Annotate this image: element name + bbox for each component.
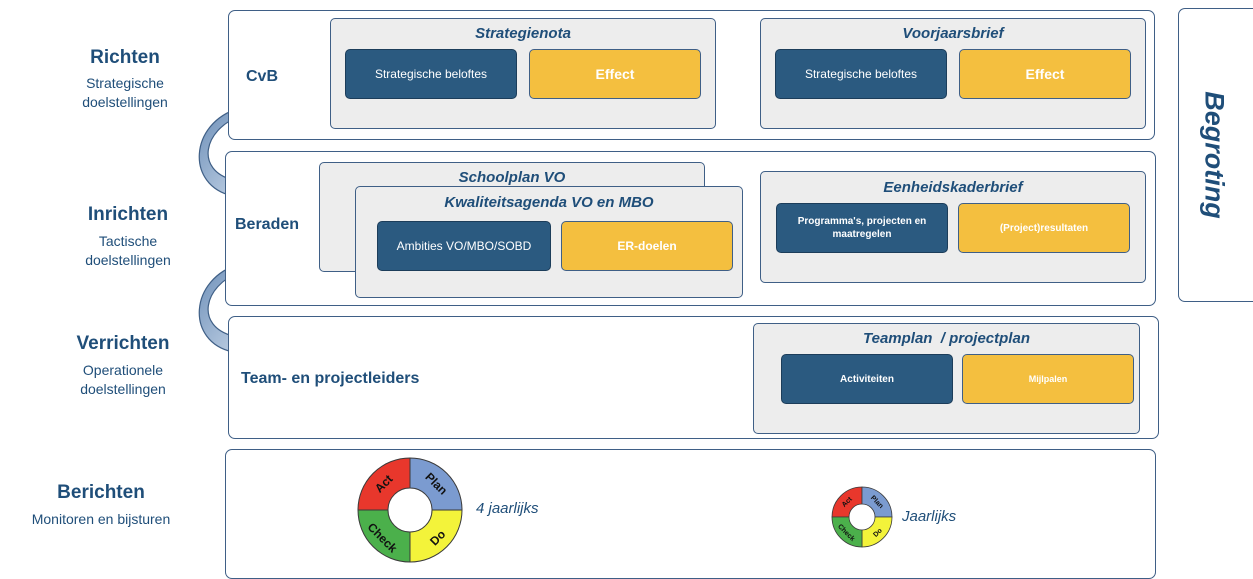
level-sub-inrichten-1: Tactische — [98, 233, 158, 249]
pill-mijlpalen: Mijlpalen — [962, 354, 1134, 404]
level-sub-richten-1: Strategische — [86, 75, 164, 91]
card-title-eenheidskaderbrief: Eenheidskaderbrief — [883, 179, 1023, 196]
pdca-cycle-large: Act Plan Do Check — [357, 457, 463, 563]
actor-cvb: CvB — [246, 68, 279, 85]
pill-effect-2: Effect — [959, 49, 1131, 99]
card-teamplan: Teamplan / projectplan Activiteiten Mijl… — [753, 323, 1140, 434]
pill-activiteiten: Activiteiten — [781, 354, 953, 404]
pdca-cycle-small: Act Plan Do Check — [831, 486, 893, 548]
level-sub-berichten: Monitoren en bijsturen — [31, 511, 171, 527]
card-title-teamplan: Teamplan / projectplan — [863, 330, 1030, 347]
level-sub-richten-2: doelstellingen — [82, 94, 168, 110]
plan-segment — [409, 457, 463, 511]
frequency-4-jaarlijks: 4 jaarlijks — [476, 500, 539, 517]
pill-effect: Effect — [529, 49, 701, 99]
card-strategienota: Strategienota Strategische beloftes Effe… — [330, 18, 716, 129]
level-sub-verrichten-1: Operationele — [82, 362, 164, 378]
level-title-berichten: Berichten — [57, 482, 145, 503]
pill-er-doelen: ER-doelen — [561, 221, 733, 271]
card-title-kwaliteitsagenda: Kwaliteitsagenda VO en MBO — [444, 194, 654, 211]
level-sub-verrichten-2: doelstellingen — [80, 381, 166, 397]
card-title-schoolplan-vo: Schoolplan VO — [458, 169, 566, 186]
card-kwaliteitsagenda: Kwaliteitsagenda VO en MBO Ambities VO/M… — [355, 186, 743, 298]
level-sub-inrichten-2: doelstellingen — [85, 252, 171, 268]
card-voorjaarsbrief: Voorjaarsbrief Strategische beloftes Eff… — [760, 18, 1146, 129]
check-segment — [831, 516, 863, 548]
pill-ambities: Ambities VO/MBO/SOBD — [377, 221, 551, 271]
begroting-label: Begroting — [1199, 91, 1230, 219]
do-segment — [409, 509, 463, 563]
pill-projectresultaten: (Project)resultaten — [958, 203, 1130, 253]
actor-team-en-projectleiders: Team- en projectleiders — [241, 370, 420, 387]
actor-beraden: Beraden — [235, 216, 300, 233]
pill-programmas: Programma's, projecten en maatregelen — [776, 203, 948, 253]
begroting-panel — [1178, 8, 1253, 302]
frequency-jaarlijks: Jaarlijks — [902, 508, 957, 525]
card-eenheidskaderbrief: Eenheidskaderbrief Programma's, projecte… — [760, 171, 1146, 283]
card-title-strategienota: Strategienota — [475, 25, 571, 42]
level-title-verrichten: Verrichten — [76, 333, 170, 354]
pill-strategische-beloftes: Strategische beloftes — [345, 49, 517, 99]
cycle-label-do-small: Do — [872, 527, 884, 539]
level-title-richten: Richten — [90, 47, 160, 68]
check-segment — [357, 509, 411, 563]
act-segment — [357, 457, 411, 511]
pill-strategische-beloftes-2: Strategische beloftes — [775, 49, 947, 99]
level-title-inrichten: Inrichten — [87, 204, 169, 225]
card-title-voorjaarsbrief: Voorjaarsbrief — [902, 25, 1004, 42]
